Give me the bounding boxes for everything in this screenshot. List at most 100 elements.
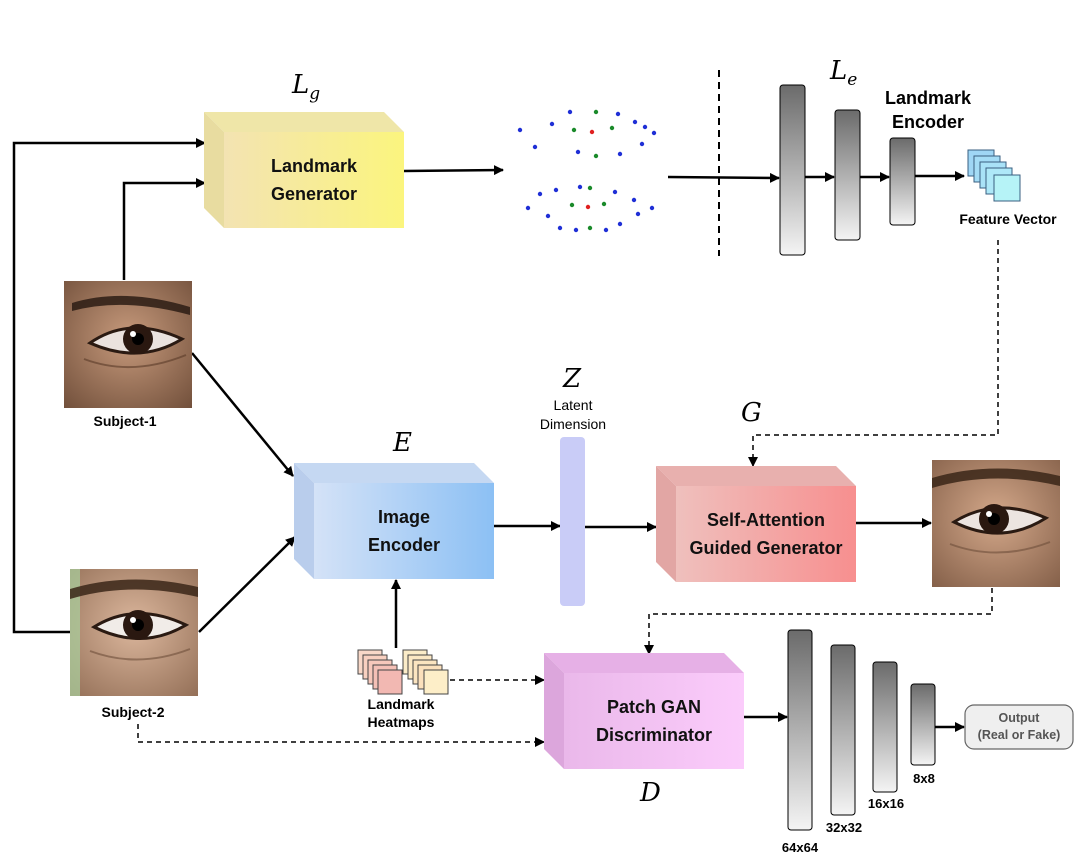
arrow-generator-to-landmarks xyxy=(403,165,504,176)
landmark-dot xyxy=(525,205,531,211)
subject-1-label: Subject-1 xyxy=(93,413,157,429)
landmark-dot xyxy=(615,111,621,117)
symbol-lg-sub: g xyxy=(309,84,321,105)
disc-layer-32 xyxy=(830,644,856,816)
landmark-dot xyxy=(651,130,657,136)
landmark-encoder-layer-1 xyxy=(779,84,806,256)
symbol-d: D xyxy=(640,778,661,808)
landmark-dot xyxy=(549,121,555,127)
generator-label-1: Self-Attention xyxy=(707,510,825,530)
landmark-heatmaps-label-2: Heatmaps xyxy=(367,714,435,730)
landmark-dot xyxy=(557,225,563,231)
landmark-generator-block: Landmark Generator xyxy=(204,112,406,230)
landmark-dot xyxy=(617,151,623,157)
landmark-dot xyxy=(575,149,581,155)
generated-eye-image xyxy=(932,460,1060,587)
landmark-dot xyxy=(517,127,523,133)
image-encoder-block: Image Encoder xyxy=(294,463,496,581)
landmark-heatmaps-label: Landmark Heatmaps xyxy=(346,695,456,731)
dashed-subject2-to-discriminator xyxy=(137,724,545,747)
discriminator-block: Patch GAN Discriminator xyxy=(544,653,746,771)
generator-shape xyxy=(656,466,856,582)
landmark-dot xyxy=(632,119,638,125)
image-encoder-shape xyxy=(294,463,494,579)
arrow-subject1-to-encoder xyxy=(191,352,294,477)
arrow-subject2-to-landmark-generator xyxy=(12,138,206,634)
discriminator-label-1: Patch GAN xyxy=(606,697,702,717)
disc-layer-8-label: 8x8 xyxy=(913,771,935,786)
subject-2-eye-image xyxy=(70,569,198,696)
landmark-dot xyxy=(612,189,618,195)
disc-layer-8 xyxy=(910,683,936,766)
image-encoder-label-2: Encoder xyxy=(367,535,441,555)
eye-illustration-1 xyxy=(64,281,192,408)
symbol-e: E xyxy=(393,428,412,458)
eye-illustration-2 xyxy=(70,569,198,696)
feature-vector-label: Feature Vector xyxy=(959,211,1057,227)
latent-dimension-label-2: Dimension xyxy=(539,416,607,432)
landmark-dot xyxy=(593,153,599,159)
landmark-dot xyxy=(631,197,637,203)
subject-1-eye-image xyxy=(64,281,192,408)
generator-label-2: Guided Generator xyxy=(689,538,843,558)
landmark-dot xyxy=(567,109,573,115)
symbol-g: G xyxy=(741,398,762,428)
landmark-encoder-layer-3 xyxy=(889,137,916,226)
landmark-encoder-title-2: Encoder xyxy=(891,112,965,132)
landmark-dot xyxy=(649,205,655,211)
landmark-dot xyxy=(617,221,623,227)
landmark-dot xyxy=(603,227,609,233)
landmark-generator-label-2: Generator xyxy=(270,184,358,204)
landmark-dot xyxy=(642,124,648,130)
landmark-dot xyxy=(585,204,591,210)
landmark-dot xyxy=(573,227,579,233)
landmark-dot xyxy=(545,213,551,219)
landmark-generator-label-1: Landmark xyxy=(270,156,358,176)
dashed-feature-to-generator xyxy=(748,240,999,467)
symbol-le: Le xyxy=(830,56,857,90)
landmark-dot xyxy=(639,141,645,147)
symbol-lg: Lg xyxy=(292,70,320,104)
landmark-encoder-title-1: Landmark xyxy=(884,88,972,108)
disc-layer-64-label: 64x64 xyxy=(781,840,819,855)
landmark-dot xyxy=(587,225,593,231)
landmark-dot xyxy=(569,202,575,208)
landmark-dot xyxy=(571,127,577,133)
disc-layer-16 xyxy=(872,661,898,793)
landmark-heatmaps-icon xyxy=(357,649,449,695)
output-box xyxy=(964,704,1074,750)
arrow-subject1-to-landmark-generator xyxy=(122,178,206,280)
output-label: Output (Real or Fake) xyxy=(965,710,1073,744)
latent-dimension-label-1: Latent xyxy=(553,397,593,413)
symbol-le-sub: e xyxy=(847,70,858,91)
landmark-points xyxy=(517,109,657,233)
landmark-heatmaps-label-1: Landmark xyxy=(367,696,435,712)
latent-dimension-label: Latent Dimension xyxy=(532,396,614,434)
landmark-dot xyxy=(601,201,607,207)
symbol-lg-main: L xyxy=(292,70,310,100)
arrow-subject2-to-encoder xyxy=(198,536,296,633)
output-label-2: (Real or Fake) xyxy=(977,728,1061,742)
symbol-z: Z xyxy=(563,364,582,394)
landmark-generator-shape xyxy=(204,112,404,228)
subject-2-label: Subject-2 xyxy=(101,704,165,720)
feature-vector-icon xyxy=(967,149,1021,202)
landmark-dot xyxy=(593,109,599,115)
dashed-output-to-discriminator xyxy=(644,588,993,655)
output-label-1: Output xyxy=(998,711,1040,725)
landmark-dot xyxy=(577,184,583,190)
generator-block: Self-Attention Guided Generator xyxy=(656,466,858,584)
landmark-dot xyxy=(635,211,641,217)
landmark-encoder-title: Landmark Encoder xyxy=(860,86,996,134)
disc-layer-64 xyxy=(787,629,813,831)
symbol-le-main: L xyxy=(830,56,848,86)
landmark-dot xyxy=(587,185,593,191)
landmark-dot xyxy=(537,191,543,197)
discriminator-shape xyxy=(544,653,744,769)
eye-illustration-output xyxy=(932,460,1060,587)
arrow-landmarks-to-encoder xyxy=(667,172,780,183)
image-encoder-label-1: Image xyxy=(377,507,431,527)
landmark-dot xyxy=(609,125,615,131)
landmark-dot xyxy=(589,129,595,135)
landmark-dot xyxy=(553,187,559,193)
